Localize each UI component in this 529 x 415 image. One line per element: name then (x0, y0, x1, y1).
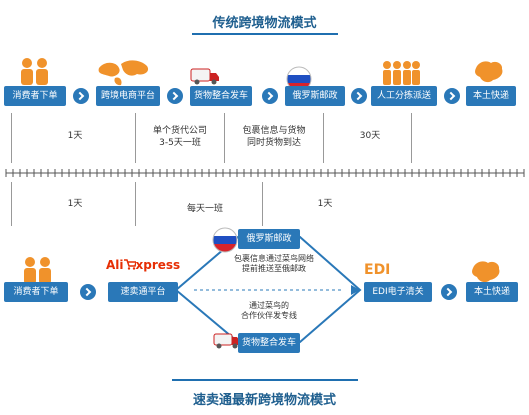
divider (11, 113, 12, 163)
chevron-right-icon (351, 88, 367, 104)
divider (262, 182, 263, 226)
duration-label: 3-5天一班 (159, 138, 201, 148)
divider (411, 113, 412, 163)
divider (11, 182, 12, 226)
chevron-right-icon (80, 284, 96, 300)
workers-icon (383, 61, 420, 85)
divider (135, 182, 136, 226)
step-local-express: 本土快递 (466, 86, 516, 106)
bottom-title-overline (172, 379, 358, 381)
duration-label: 1天 (67, 199, 83, 209)
step-russia-post: 俄罗斯邮政 (285, 86, 345, 106)
step-local-express: 本土快递 (466, 282, 518, 302)
china-map-icon (475, 61, 503, 83)
divider (323, 113, 324, 163)
edi-logo: EDI (364, 262, 391, 278)
duration-label: 每天一班 (186, 204, 223, 214)
step-aliexpress-platform: 速卖通平台 (108, 282, 178, 302)
chevron-right-icon (441, 284, 457, 300)
world-map-icon (98, 60, 149, 86)
divider (135, 113, 136, 163)
step-manual-sorting: 人工分拣派送 (371, 86, 437, 106)
russia-flag-icon (212, 227, 238, 253)
step-cross-border-platform: 跨境电商平台 (96, 86, 160, 106)
route-note: 包裹信息通过菜鸟网络 (234, 254, 314, 263)
step-consumer-order: 消费者下单 (4, 86, 66, 106)
duration-label: 同时货物到达 (246, 138, 301, 148)
divider (224, 113, 225, 163)
truck-icon (213, 333, 240, 349)
chevron-right-icon (262, 88, 278, 104)
step-goods-consolidation: 货物整合发车 (238, 333, 300, 353)
route-note: 合作伙伴发专线 (241, 311, 297, 320)
chevron-right-icon (444, 88, 460, 104)
step-edi-customs: EDI电子清关 (364, 282, 432, 302)
chevron-right-icon (167, 88, 183, 104)
people-icon (21, 58, 48, 85)
top-title: 传统跨境物流模式 (212, 16, 317, 31)
duration-label: 1天 (317, 199, 333, 209)
step-goods-consolidation: 货物整合发车 (190, 86, 252, 106)
step-consumer-order: 消费者下单 (4, 282, 68, 302)
duration-label: 包裹信息与货物 (242, 126, 306, 136)
timeline-ruler (5, 169, 525, 177)
step-russia-post: 俄罗斯邮政 (238, 229, 300, 249)
duration-label: 单个货代公司 (152, 126, 207, 136)
top-title-underline (192, 33, 338, 35)
route-note: 提前推送至俄邮政 (242, 264, 306, 273)
people-icon (24, 257, 51, 284)
duration-label: 30天 (359, 131, 381, 141)
china-map-icon (472, 261, 500, 283)
truck-icon (190, 68, 219, 85)
bottom-title: 速卖通最新跨境物流模式 (192, 393, 336, 408)
route-note: 通过菜鸟的 (249, 301, 289, 310)
chevron-right-icon (73, 88, 89, 104)
cart-icon (123, 259, 137, 270)
duration-label: 1天 (67, 131, 83, 141)
